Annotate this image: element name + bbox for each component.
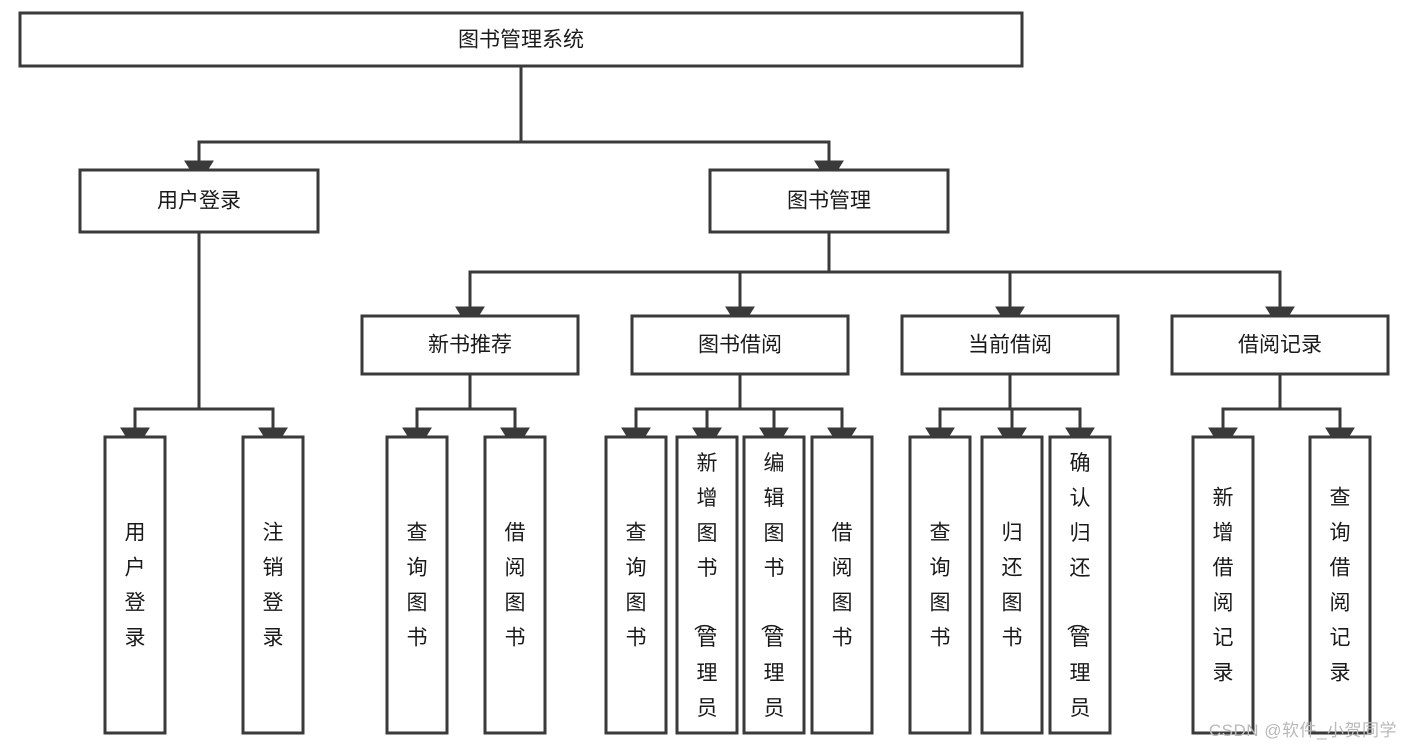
node-leaf-user-logout-box[interactable] bbox=[241, 435, 305, 735]
node-book-borrow[interactable]: 图书借阅 bbox=[630, 314, 850, 376]
node-leaf-borrow-book-1-box[interactable] bbox=[483, 435, 547, 735]
node-current-borrow[interactable]: 当前借阅 bbox=[900, 314, 1120, 376]
node-book-manage-label: 图书管理 bbox=[787, 190, 871, 213]
node-leaf-query-book-2-box[interactable] bbox=[604, 435, 668, 735]
node-leaf-query-book-3-label: 查询图书 bbox=[930, 522, 951, 650]
node-leaf-user-login[interactable]: 用户登录 bbox=[103, 435, 167, 735]
node-root-box[interactable] bbox=[18, 11, 1024, 68]
node-leaf-query-book-3-box[interactable] bbox=[908, 435, 972, 735]
node-leaf-query-book-2-label: 查询图书 bbox=[626, 522, 647, 650]
node-new-book-recommend-label: 新书推荐 bbox=[428, 334, 512, 357]
node-leaf-return-book[interactable]: 归还图书 bbox=[980, 435, 1044, 735]
node-leaf-confirm-return-admin-label: 确认归还（管理员） bbox=[1065, 452, 1091, 747]
node-book-manage-box[interactable] bbox=[708, 168, 950, 234]
node-leaf-add-book-admin-label: 新增图书（管理员） bbox=[692, 452, 718, 747]
node-leaf-add-book-admin[interactable]: 新增图书（管理员） bbox=[675, 435, 739, 747]
node-book-manage[interactable]: 图书管理 bbox=[708, 168, 950, 234]
node-leaf-borrow-book-1[interactable]: 借阅图书 bbox=[483, 435, 547, 735]
node-leaf-user-logout-label: 注销登录 bbox=[263, 522, 284, 650]
node-leaf-confirm-return-admin[interactable]: 确认归还（管理员） bbox=[1048, 435, 1112, 747]
node-leaf-query-book-1-box[interactable] bbox=[385, 435, 449, 735]
node-leaf-add-book-admin-box[interactable] bbox=[675, 435, 739, 735]
node-leaf-return-book-label: 归还图书 bbox=[1002, 522, 1023, 650]
node-book-borrow-box[interactable] bbox=[630, 314, 850, 376]
node-borrow-record-label: 借阅记录 bbox=[1238, 334, 1322, 357]
node-leaf-query-book-1-label: 查询图书 bbox=[407, 522, 428, 650]
node-leaf-borrow-book-2-label: 借阅图书 bbox=[832, 522, 853, 650]
node-leaf-add-borrow-record-label: 新增借阅记录 bbox=[1213, 487, 1234, 685]
node-leaf-query-borrow-record-box[interactable] bbox=[1308, 435, 1372, 735]
node-leaf-confirm-return-admin-box[interactable] bbox=[1048, 435, 1112, 735]
node-current-borrow-label: 当前借阅 bbox=[968, 334, 1052, 357]
node-leaf-query-borrow-record[interactable]: 查询借阅记录 bbox=[1308, 435, 1372, 735]
node-new-book-recommend-box[interactable] bbox=[360, 314, 580, 376]
node-leaf-user-logout[interactable]: 注销登录 bbox=[241, 435, 305, 735]
node-root-label: 图书管理系统 bbox=[458, 29, 584, 52]
node-root[interactable]: 图书管理系统 bbox=[18, 11, 1024, 68]
node-borrow-record[interactable]: 借阅记录 bbox=[1170, 314, 1390, 376]
node-leaf-add-borrow-record[interactable]: 新增借阅记录 bbox=[1191, 435, 1255, 735]
node-current-borrow-box[interactable] bbox=[900, 314, 1120, 376]
node-user-login-box[interactable] bbox=[78, 168, 320, 234]
node-leaf-edit-book-admin[interactable]: 编辑图书（管理员） bbox=[742, 435, 806, 747]
watermark: CSDN @软件_小贺同学 bbox=[1208, 721, 1397, 740]
edge-group bbox=[120, 64, 1355, 452]
node-leaf-query-book-3[interactable]: 查询图书 bbox=[908, 435, 972, 735]
node-leaf-edit-book-admin-label: 编辑图书（管理员） bbox=[759, 452, 785, 747]
node-borrow-record-box[interactable] bbox=[1170, 314, 1390, 376]
node-leaf-add-borrow-record-box[interactable] bbox=[1191, 435, 1255, 735]
node-new-book-recommend[interactable]: 新书推荐 bbox=[360, 314, 580, 376]
node-leaf-borrow-book-1-label: 借阅图书 bbox=[505, 522, 526, 650]
node-leaf-borrow-book-2[interactable]: 借阅图书 bbox=[810, 435, 874, 735]
node-leaf-query-book-1[interactable]: 查询图书 bbox=[385, 435, 449, 735]
node-leaf-query-borrow-record-label: 查询借阅记录 bbox=[1330, 487, 1351, 685]
node-book-borrow-label: 图书借阅 bbox=[698, 334, 782, 357]
node-leaf-query-book-2[interactable]: 查询图书 bbox=[604, 435, 668, 735]
node-user-login-label: 用户登录 bbox=[157, 190, 241, 213]
node-user-login[interactable]: 用户登录 bbox=[78, 168, 320, 234]
node-leaf-user-login-box[interactable] bbox=[103, 435, 167, 735]
node-leaf-user-login-label: 用户登录 bbox=[125, 522, 146, 650]
leaf-node-group: 用户登录 注销登录 查询图书 借阅图书 查询图书 新增图书（管理员） 编辑图书（管理员） 借阅… bbox=[103, 435, 1372, 747]
node-leaf-edit-book-admin-box[interactable] bbox=[742, 435, 806, 735]
node-leaf-return-book-box[interactable] bbox=[980, 435, 1044, 735]
node-leaf-borrow-book-2-box[interactable] bbox=[810, 435, 874, 735]
